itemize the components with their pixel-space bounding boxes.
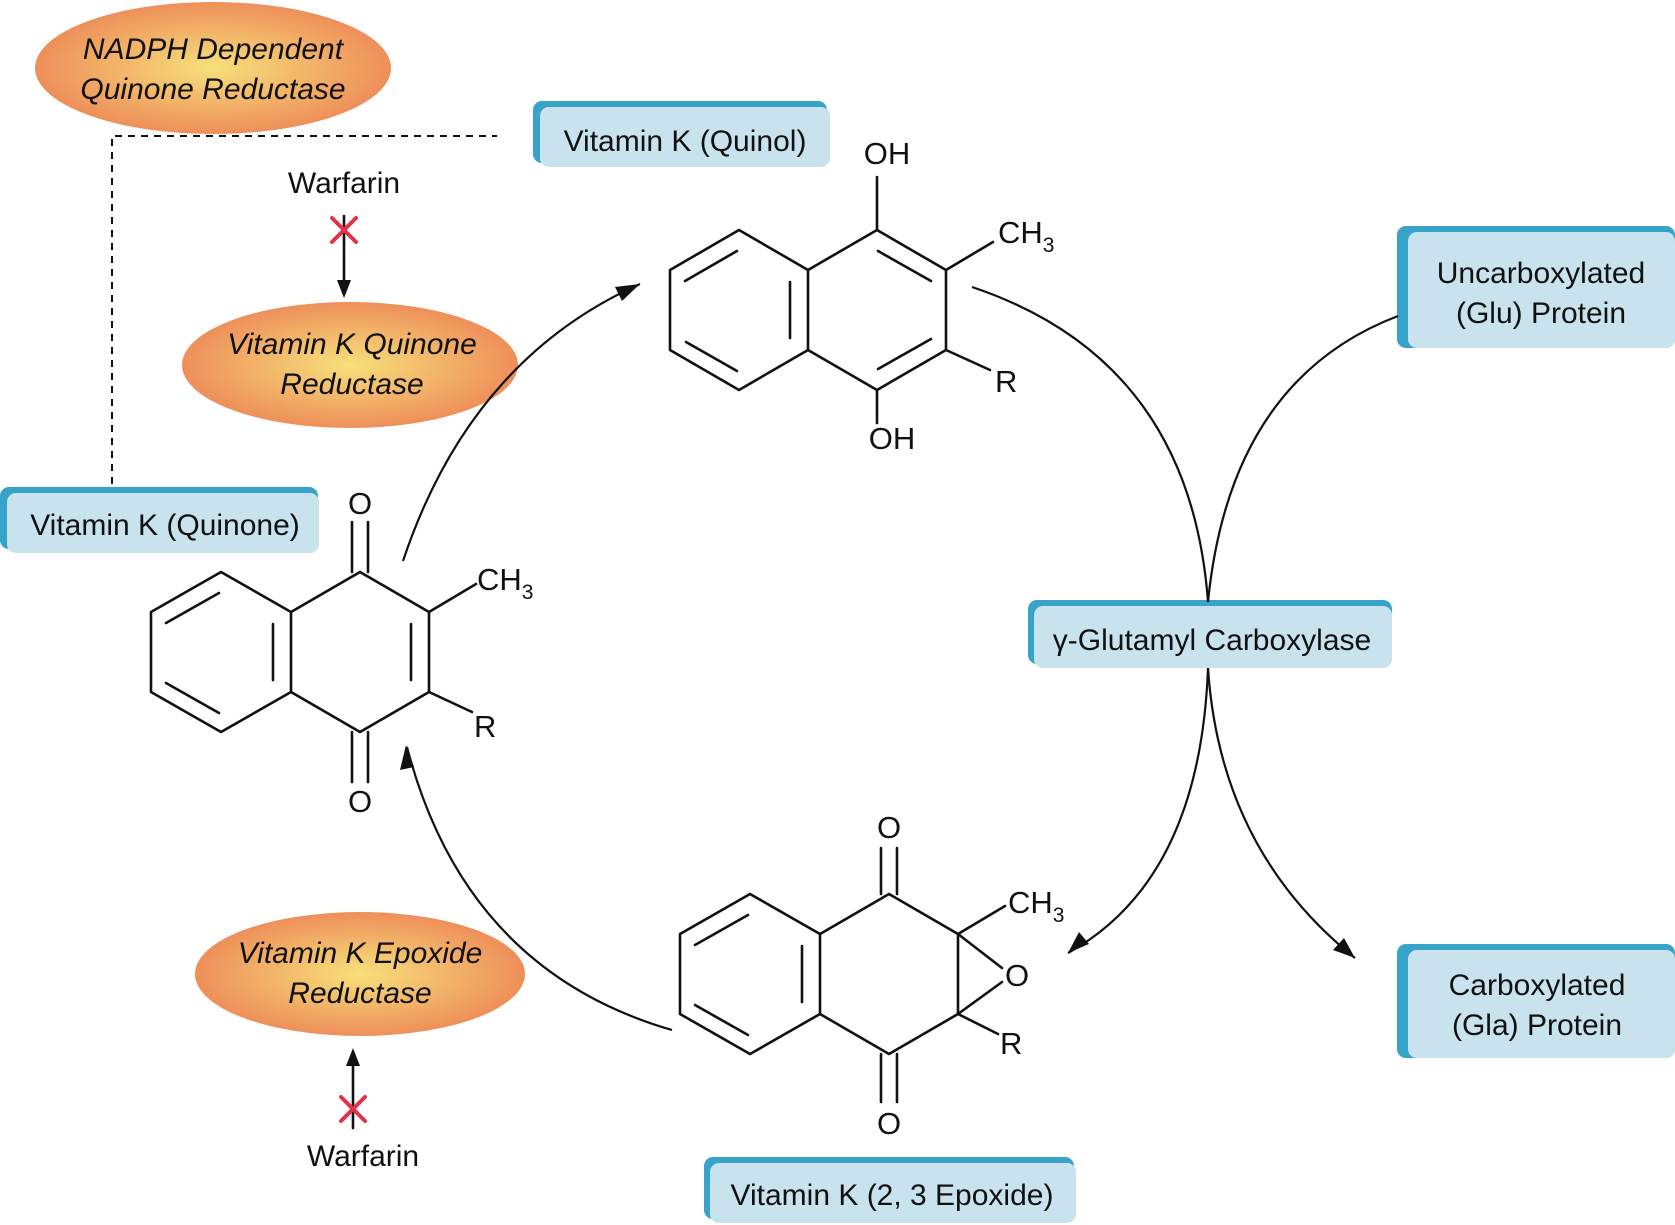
label-glu-line2: (Glu) Protein bbox=[1456, 297, 1626, 330]
atom-oh-bottom: OH bbox=[869, 421, 916, 456]
enzyme-nadph-line2: Quinone Reductase bbox=[80, 73, 345, 106]
arc-quinol-to-carboxylase bbox=[971, 285, 1210, 603]
atom-o-bottom: O bbox=[877, 1106, 901, 1141]
box-vitamin-k-quinone: Vitamin K (Quinone) bbox=[0, 487, 319, 553]
enzyme-vitamin-k-quinone-reductase: Vitamin K Quinone Reductase bbox=[182, 302, 518, 428]
arrowhead-icon bbox=[1333, 938, 1355, 958]
enzyme-vkqr-line2: Reductase bbox=[280, 368, 423, 401]
warfarin-label-bottom: Warfarin bbox=[307, 1140, 419, 1173]
label-vitamin-k-quinone: Vitamin K (Quinone) bbox=[30, 509, 300, 542]
atom-ch3: CH3 bbox=[477, 562, 533, 604]
enzyme-vkor-line1: Vitamin K Epoxide bbox=[238, 937, 483, 970]
arrowhead-icon bbox=[346, 1048, 360, 1066]
atom-o-top: O bbox=[877, 810, 901, 845]
arrowhead-icon bbox=[1068, 932, 1089, 953]
molecule-vitamin-k-quinol: OH OH CH3 R bbox=[668, 136, 1054, 456]
enzyme-vkqr-line1: Vitamin K Quinone bbox=[227, 328, 477, 361]
atom-ch3: CH3 bbox=[1008, 885, 1064, 927]
enzyme-vkor-line2: Reductase bbox=[288, 977, 431, 1010]
box-gamma-glutamyl-carboxylase: γ-Glutamyl Carboxylase bbox=[1028, 600, 1392, 668]
atom-r: R bbox=[474, 709, 496, 744]
label-gla-line2: (Gla) Protein bbox=[1452, 1009, 1622, 1042]
label-gamma-glutamyl-carboxylase: γ-Glutamyl Carboxylase bbox=[1053, 624, 1371, 657]
atom-ch3: CH3 bbox=[998, 215, 1054, 257]
enzyme-nadph-quinone-reductase: NADPH Dependent Quinone Reductase bbox=[35, 2, 391, 134]
box-vitamin-k-quinol: Vitamin K (Quinol) bbox=[533, 101, 830, 167]
molecule-vitamin-k-epoxide: O O O CH3 R bbox=[678, 810, 1064, 1141]
arrowhead-icon bbox=[337, 280, 351, 298]
box-vitamin-k-epoxide: Vitamin K (2, 3 Epoxide) bbox=[704, 1157, 1076, 1223]
enzyme-nadph-line1: NADPH Dependent bbox=[83, 33, 345, 66]
atom-o-bottom: O bbox=[348, 784, 372, 819]
label-gla-line1: Carboxylated bbox=[1449, 969, 1626, 1002]
atom-o-epoxide: O bbox=[1005, 958, 1029, 993]
arc-quinone-to-quinol bbox=[401, 282, 641, 562]
enzyme-vitamin-k-epoxide-reductase: Vitamin K Epoxide Reductase bbox=[195, 912, 525, 1036]
arc-carboxylase-to-epoxide bbox=[1067, 667, 1210, 954]
atom-r: R bbox=[1000, 1026, 1022, 1061]
red-x-icon bbox=[330, 216, 358, 244]
arrowhead-icon bbox=[400, 745, 414, 770]
label-vitamin-k-epoxide: Vitamin K (2, 3 Epoxide) bbox=[731, 1179, 1054, 1212]
box-carboxylated-gla-protein: Carboxylated (Gla) Protein bbox=[1397, 944, 1675, 1058]
label-glu-line1: Uncarboxylated bbox=[1437, 257, 1645, 290]
atom-oh-top: OH bbox=[864, 136, 911, 171]
atom-o-top: O bbox=[348, 486, 372, 521]
arrowhead-icon bbox=[615, 284, 640, 301]
nadph-dashed-pathway bbox=[111, 135, 497, 484]
box-uncarboxylated-glu-protein: Uncarboxylated (Glu) Protein bbox=[1397, 226, 1675, 348]
red-x-icon bbox=[339, 1095, 367, 1123]
label-vitamin-k-quinol: Vitamin K (Quinol) bbox=[564, 125, 807, 158]
arc-glu-protein-to-carboxylase bbox=[1206, 314, 1399, 603]
molecule-vitamin-k-quinone: O O CH3 R bbox=[149, 486, 533, 819]
arc-carboxylase-to-gla-protein bbox=[1206, 667, 1356, 959]
atom-r: R bbox=[995, 364, 1017, 399]
warfarin-label-top: Warfarin bbox=[288, 167, 400, 200]
arc-epoxide-to-quinone bbox=[405, 746, 673, 1032]
